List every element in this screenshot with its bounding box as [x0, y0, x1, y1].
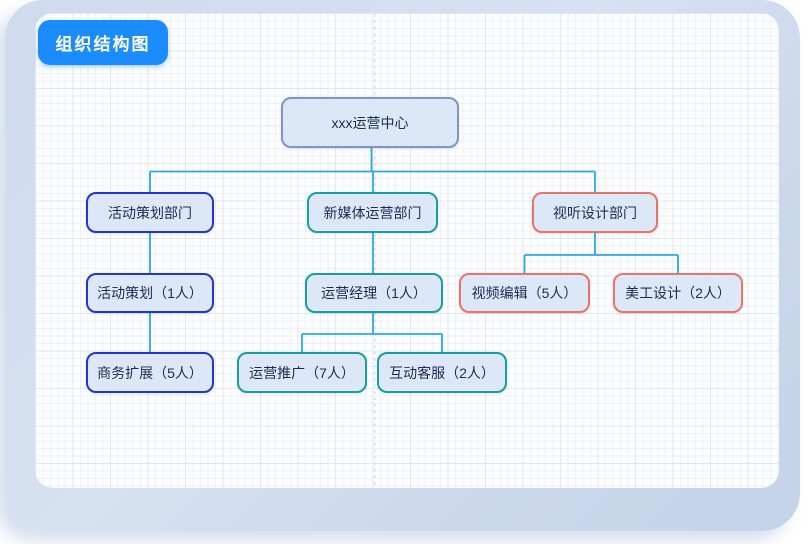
node-label: 互动客服（2人）: [389, 364, 495, 381]
grid-canvas[interactable]: [35, 13, 779, 488]
node-label: xxx运营中心: [331, 114, 409, 131]
node-dept-new-media-ops[interactable]: 新媒体运营部门: [307, 192, 438, 233]
connector-root-to-departments: [149, 148, 596, 192]
node-event-planning-role[interactable]: 活动策划（1人）: [86, 273, 214, 313]
node-operations-center[interactable]: xxx运营中心: [281, 97, 459, 148]
node-video-editing[interactable]: 视频编辑（5人）: [459, 273, 590, 313]
node-dept-av-design[interactable]: 视听设计部门: [532, 192, 658, 233]
node-label: 活动策划（1人）: [97, 285, 203, 301]
node-customer-service[interactable]: 互动客服（2人）: [377, 352, 507, 393]
node-business-expansion[interactable]: 商务扩展（5人）: [86, 352, 214, 393]
node-label: 新媒体运营部门: [323, 204, 422, 221]
diagram-page: [5, 0, 800, 531]
node-label: 运营推广（7人）: [249, 364, 355, 381]
node-ops-promotion[interactable]: 运营推广（7人）: [237, 352, 367, 393]
node-dept-event-planning[interactable]: 活动策划部门: [86, 192, 214, 233]
node-label: 视频编辑（5人）: [471, 285, 578, 301]
node-label: 视听设计部门: [553, 204, 637, 221]
node-label: 美工设计（2人）: [625, 285, 731, 301]
diagram-title: 组织结构图: [55, 35, 151, 54]
node-operations-manager[interactable]: 运营经理（1人）: [305, 273, 443, 313]
node-art-design[interactable]: 美工设计（2人）: [613, 273, 743, 313]
connector-design-branch: [523, 233, 679, 273]
connector-newmedia-branch: [301, 233, 443, 352]
diagram-title-badge: 组织结构图: [38, 20, 168, 65]
node-label: 运营经理（1人）: [321, 285, 427, 301]
node-label: 活动策划部门: [108, 204, 192, 221]
node-label: 商务扩展（5人）: [97, 364, 203, 381]
